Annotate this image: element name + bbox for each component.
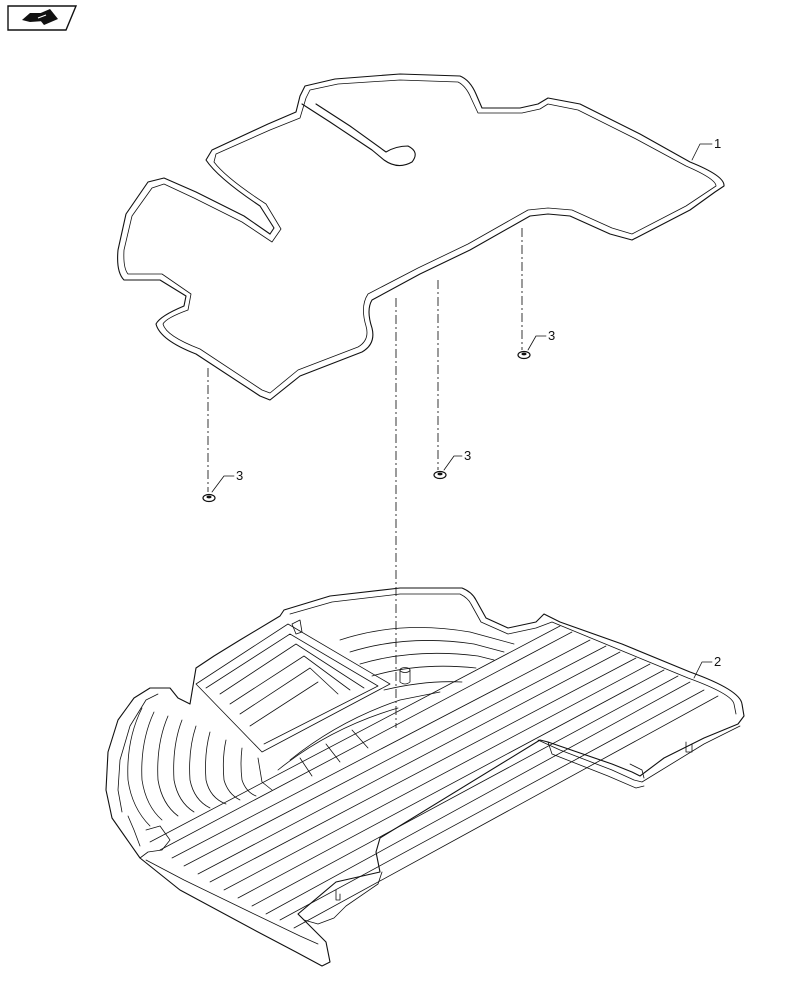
floor-tray	[105, 587, 745, 967]
tray-ribs	[149, 625, 719, 929]
book-arrow-icon	[22, 9, 58, 25]
fastener-clip-c	[517, 350, 531, 360]
tray-curved-grooves	[127, 707, 273, 827]
nav-icon-button[interactable]	[7, 5, 78, 31]
callout-1: 1	[714, 136, 721, 151]
callout-3b: 3	[464, 448, 471, 463]
fastener-clip-b	[433, 470, 447, 480]
floor-mat-outline	[117, 73, 725, 401]
callout-2: 2	[714, 654, 721, 669]
callout-3a: 3	[236, 468, 243, 483]
callout-3c: 3	[548, 328, 555, 343]
leader-lines	[211, 143, 713, 679]
fastener-clip-a	[202, 493, 216, 503]
alignment-lines	[207, 228, 523, 728]
